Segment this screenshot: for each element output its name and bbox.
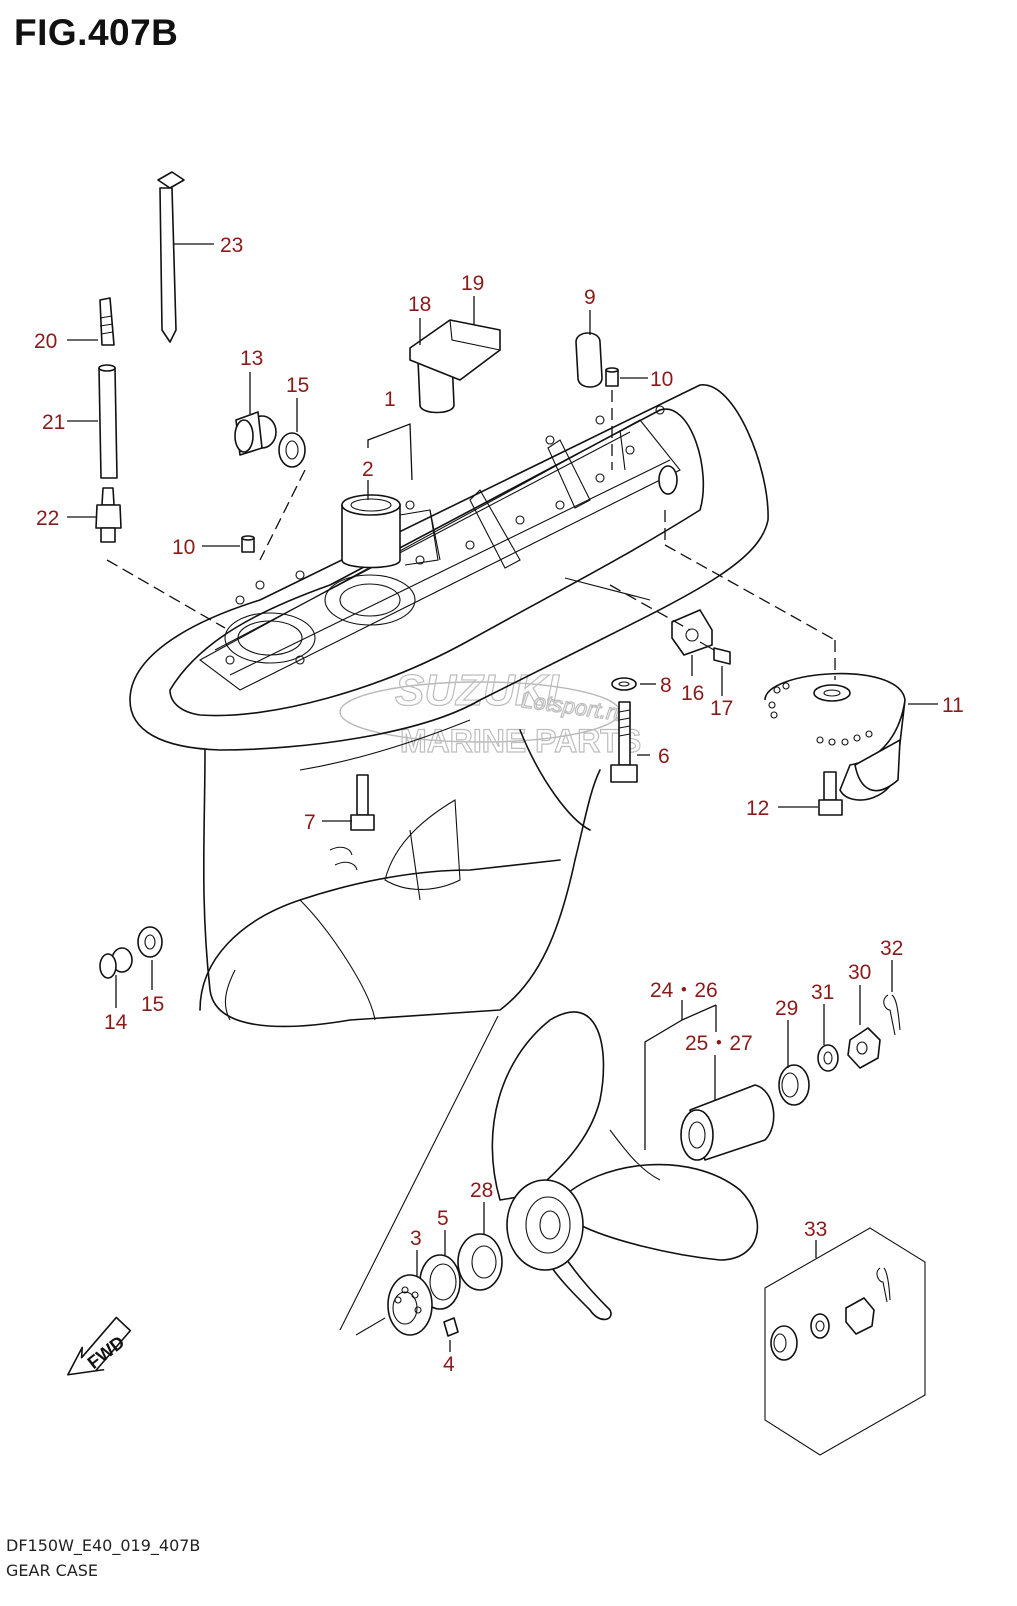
callout-8: 8	[660, 674, 672, 697]
washer-8	[611, 677, 637, 691]
anode-16	[671, 609, 713, 656]
nut-30	[847, 1027, 881, 1069]
leader-lines	[67, 243, 938, 1352]
callout-21: 21	[42, 411, 65, 434]
stud-bolt-6	[610, 701, 638, 783]
callout-9: 9	[584, 286, 596, 309]
callout-4: 4	[443, 1353, 455, 1376]
dowel-pin-10-right	[605, 367, 619, 387]
watermark-line2: MARINE PARTS	[400, 723, 641, 759]
callout-25-27: 25・27	[685, 1032, 753, 1055]
diagram-code: DF150W_E40_019_407B	[6, 1536, 201, 1555]
plug-13	[234, 411, 277, 456]
callout-13: 13	[240, 347, 263, 370]
callout-32: 32	[880, 937, 903, 960]
figure-title: FIG.407B	[14, 12, 179, 53]
callout-16: 16	[681, 682, 704, 705]
callout-7: 7	[304, 811, 316, 834]
thrust-washer-28	[457, 1233, 503, 1291]
plug-14	[99, 947, 133, 979]
bolt-7	[350, 774, 375, 831]
trim-tab-11	[764, 672, 906, 801]
callout-6: 6	[658, 745, 670, 768]
bearing-3	[387, 1274, 433, 1336]
gasket-15-bottom	[137, 926, 163, 958]
callout-33: 33	[804, 1218, 827, 1241]
callout-17: 17	[710, 697, 733, 720]
callout-3: 3	[410, 1227, 422, 1250]
callout-15-top: 15	[286, 374, 309, 397]
callout-19: 19	[461, 272, 484, 295]
bolt-17	[699, 641, 731, 665]
nipple-20	[99, 297, 115, 346]
callout-29: 29	[775, 997, 798, 1020]
diagram-caption: GEAR CASE	[6, 1561, 99, 1580]
cotter-pin-32	[883, 994, 901, 1036]
washer-31	[817, 1044, 839, 1072]
callout-14: 14	[104, 1011, 128, 1034]
bushing-25-27	[680, 1084, 775, 1161]
callout-12: 12	[746, 797, 769, 820]
callout-22: 22	[36, 507, 59, 530]
gasket-15-top	[278, 432, 306, 468]
callout-23: 23	[220, 234, 243, 257]
callout-15-bottom: 15	[141, 993, 164, 1016]
callout-30: 30	[848, 961, 871, 984]
callout-28: 28	[470, 1179, 493, 1202]
callout-18: 18	[408, 293, 431, 316]
propeller	[491, 1011, 759, 1321]
fwd-arrow-icon: FWD	[67, 1316, 132, 1376]
callout-31: 31	[811, 981, 834, 1004]
callout-2: 2	[362, 458, 374, 481]
cap-9	[575, 332, 603, 388]
bolt-12	[818, 771, 843, 816]
callout-10-right: 10	[650, 368, 673, 391]
watermark: SUZUKI MARINE PARTS Lotsport.ru	[339, 665, 642, 760]
plate-19	[409, 319, 501, 381]
water-tube-21	[98, 364, 118, 479]
callout-5: 5	[437, 1207, 449, 1230]
cable-tie-23	[157, 171, 185, 343]
callout-20: 20	[34, 330, 57, 353]
callout-10-left: 10	[172, 536, 195, 559]
callout-11: 11	[942, 694, 964, 717]
callouts: 23 20 21 22 13 15 10 1 2 18 19 9 10 8 6 …	[34, 234, 964, 1376]
pin-4	[443, 1317, 459, 1337]
dowel-pin-10-left	[241, 535, 255, 553]
callout-1: 1	[384, 388, 396, 411]
kit-33	[764, 1227, 926, 1456]
spacer-29	[778, 1064, 810, 1106]
callout-24-26: 24・26	[650, 979, 718, 1002]
gear-case-housing	[129, 384, 769, 1028]
fitting-22	[95, 487, 122, 543]
watermark-script: Lotsport.ru	[520, 687, 628, 726]
